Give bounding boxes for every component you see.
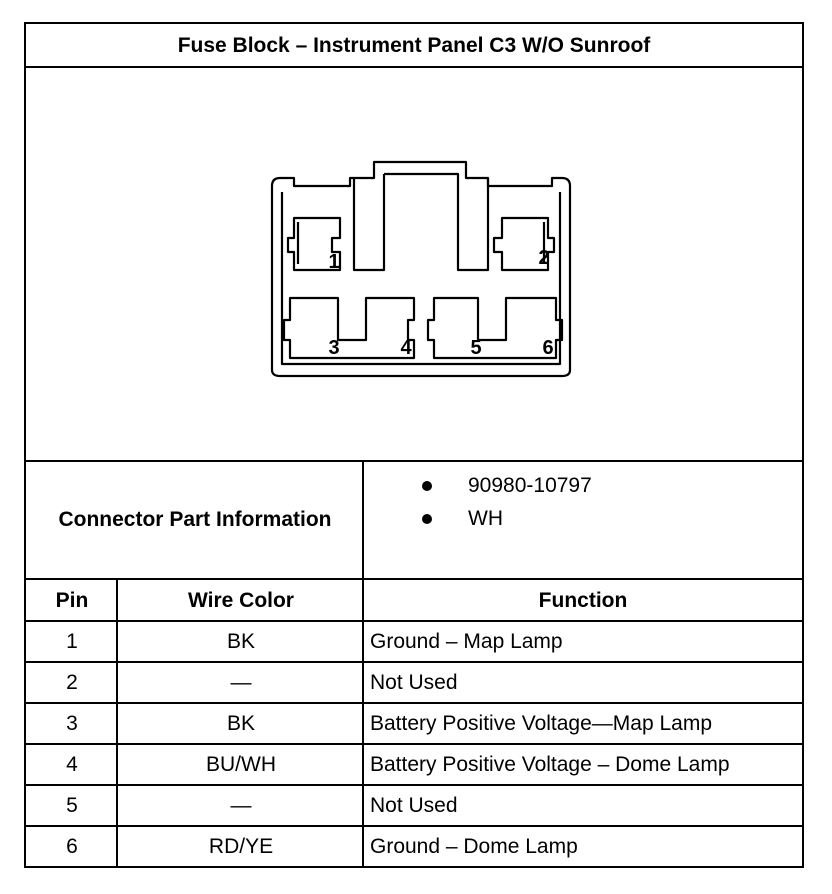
pin-cavity-1 xyxy=(286,216,342,272)
wire-color-cell: BK xyxy=(226,711,255,735)
connector-face-diagram: 1 2 3 4 5 6 xyxy=(270,160,572,378)
part-info-item: 90980-10797 xyxy=(366,474,592,498)
function-cell: Ground – Dome Lamp xyxy=(370,834,578,858)
pin-label-5: 5 xyxy=(470,337,481,359)
bullet-icon xyxy=(422,514,432,524)
part-info-list: 90980-10797 WH xyxy=(366,462,804,578)
pin-number-cell: 6 xyxy=(66,834,78,858)
header-wire-color: Wire Color xyxy=(188,588,294,612)
pin-label-2: 2 xyxy=(538,247,549,269)
part-number: 90980-10797 xyxy=(468,474,592,497)
connector-inner-edge xyxy=(280,192,562,366)
part-info-label: Connector Part Information xyxy=(58,508,332,531)
pin-label-1: 1 xyxy=(328,251,339,273)
wire-color-cell: — xyxy=(230,670,252,694)
part-info-item: WH xyxy=(366,507,503,531)
row-divider xyxy=(26,661,802,663)
pin-label-4: 4 xyxy=(400,337,412,359)
pin-number-cell: 3 xyxy=(66,711,78,735)
page-title: Fuse Block – Instrument Panel C3 W/O Sun… xyxy=(177,34,651,57)
connector-sheet: Fuse Block – Instrument Panel C3 W/O Sun… xyxy=(24,22,804,868)
title-divider xyxy=(26,66,802,68)
part-info-section: Connector Part Information 90980-10797 W… xyxy=(26,462,802,578)
function-cell: Not Used xyxy=(370,670,458,694)
row-divider xyxy=(26,825,802,827)
row-divider xyxy=(26,784,802,786)
function-cell: Not Used xyxy=(370,793,458,817)
pin-cavity-3-4 xyxy=(282,296,416,360)
part-info-divider xyxy=(362,462,364,578)
function-cell: Battery Positive Voltage – Dome Lamp xyxy=(370,752,730,776)
row-divider xyxy=(26,743,802,745)
function-cell: Ground – Map Lamp xyxy=(370,629,563,653)
connector-lock-channel xyxy=(352,172,490,272)
pin-number-cell: 4 xyxy=(66,752,78,776)
wire-color-cell: RD/YE xyxy=(208,834,274,858)
pin-label-6: 6 xyxy=(542,337,553,359)
column-divider xyxy=(362,580,364,868)
connector-color: WH xyxy=(468,507,503,530)
pin-number-cell: 5 xyxy=(66,793,78,817)
bullet-icon xyxy=(422,481,432,491)
column-divider xyxy=(116,580,118,868)
wire-color-cell: — xyxy=(230,793,252,817)
wire-color-cell: BK xyxy=(226,629,255,653)
function-cell: Battery Positive Voltage—Map Lamp xyxy=(370,711,713,735)
row-divider xyxy=(26,702,802,704)
pin-label-3: 3 xyxy=(328,337,339,359)
pin-cavity-5-6 xyxy=(426,296,564,360)
header-pin: Pin xyxy=(55,588,89,612)
table-top-divider xyxy=(26,578,802,580)
pin-number-cell: 1 xyxy=(66,629,78,653)
pin-number-cell: 2 xyxy=(66,670,78,694)
wire-color-cell: BU/WH xyxy=(206,752,276,776)
pin-cavity-2 xyxy=(492,216,556,272)
diagram-divider xyxy=(26,460,802,462)
row-divider xyxy=(26,620,802,622)
header-function: Function xyxy=(538,588,628,612)
